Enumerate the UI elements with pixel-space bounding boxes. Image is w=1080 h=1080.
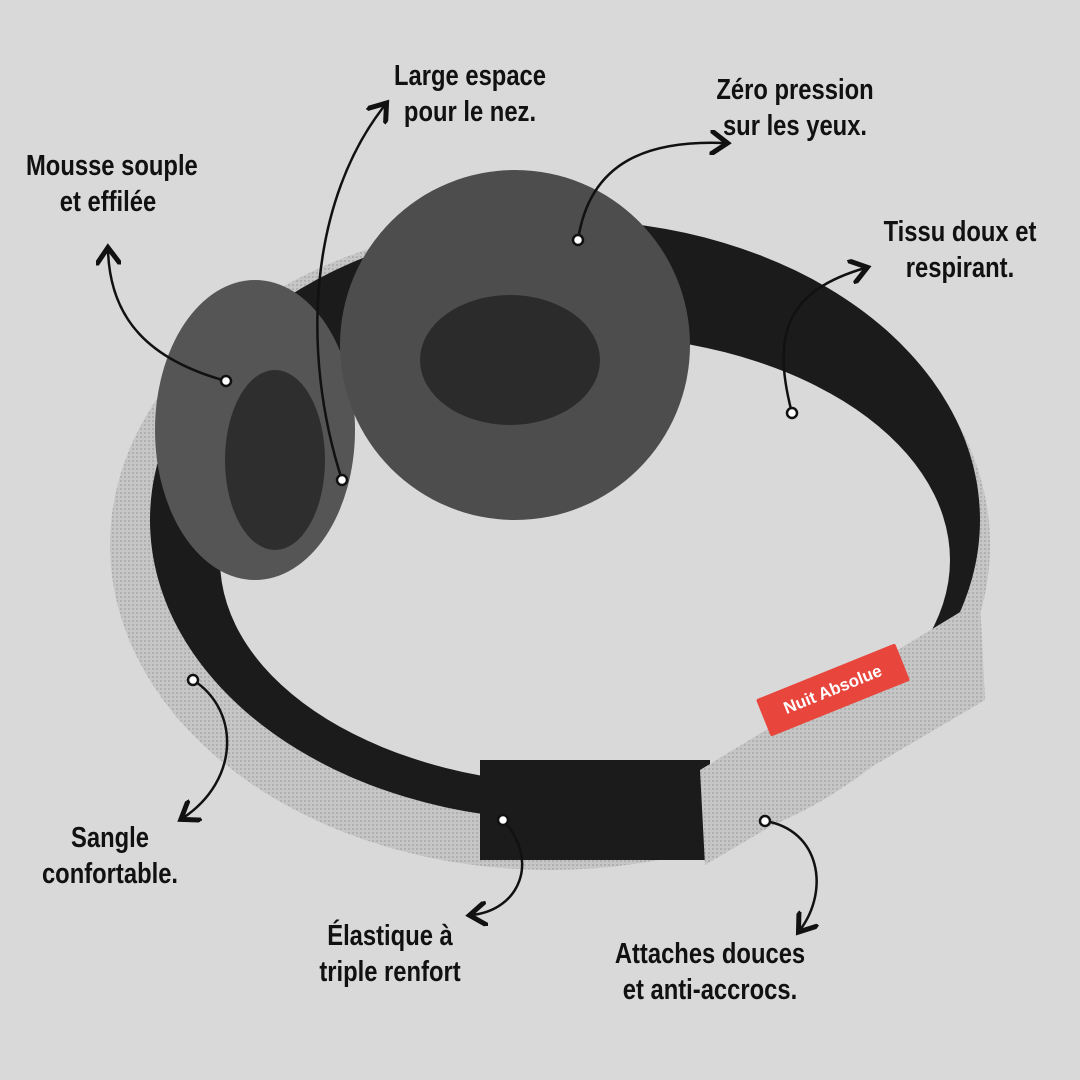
callout-line: Large espace xyxy=(393,60,547,92)
callout-line: et anti-accrocs. xyxy=(622,974,798,1006)
callout-sangle: Sangle confortable. xyxy=(28,820,192,892)
eye-cups xyxy=(155,170,690,580)
callout-elastique: Élastique à triple renfort xyxy=(308,918,472,990)
callout-line: Sangle xyxy=(71,822,149,854)
callout-mousse: Mousse souple et effilée xyxy=(26,148,198,220)
callout-dots xyxy=(186,233,799,828)
callout-line: triple renfort xyxy=(319,956,461,988)
callout-line: Attaches douces xyxy=(614,938,806,970)
callout-nez: Large espace pour le nez. xyxy=(388,58,552,130)
callout-line: pour le nez. xyxy=(403,96,537,128)
callout-pression: Zéro pression sur les yeux. xyxy=(713,72,877,144)
callout-line: confortable. xyxy=(41,858,179,890)
callout-line: Mousse souple xyxy=(26,150,198,182)
callout-line: et effilée xyxy=(59,186,157,218)
callout-line: Tissu doux et xyxy=(883,216,1037,248)
callout-line: Zéro pression xyxy=(716,74,874,106)
callout-line: Élastique à xyxy=(327,920,453,952)
callout-line: respirant. xyxy=(905,252,1015,284)
callout-attaches: Attaches douces et anti-accrocs. xyxy=(612,936,809,1008)
callout-tissu: Tissu doux et respirant. xyxy=(878,214,1042,286)
strap-fastener xyxy=(700,600,985,865)
elastic-strap xyxy=(480,760,710,860)
callout-arrows xyxy=(108,105,865,930)
callout-line: sur les yeux. xyxy=(722,110,868,142)
